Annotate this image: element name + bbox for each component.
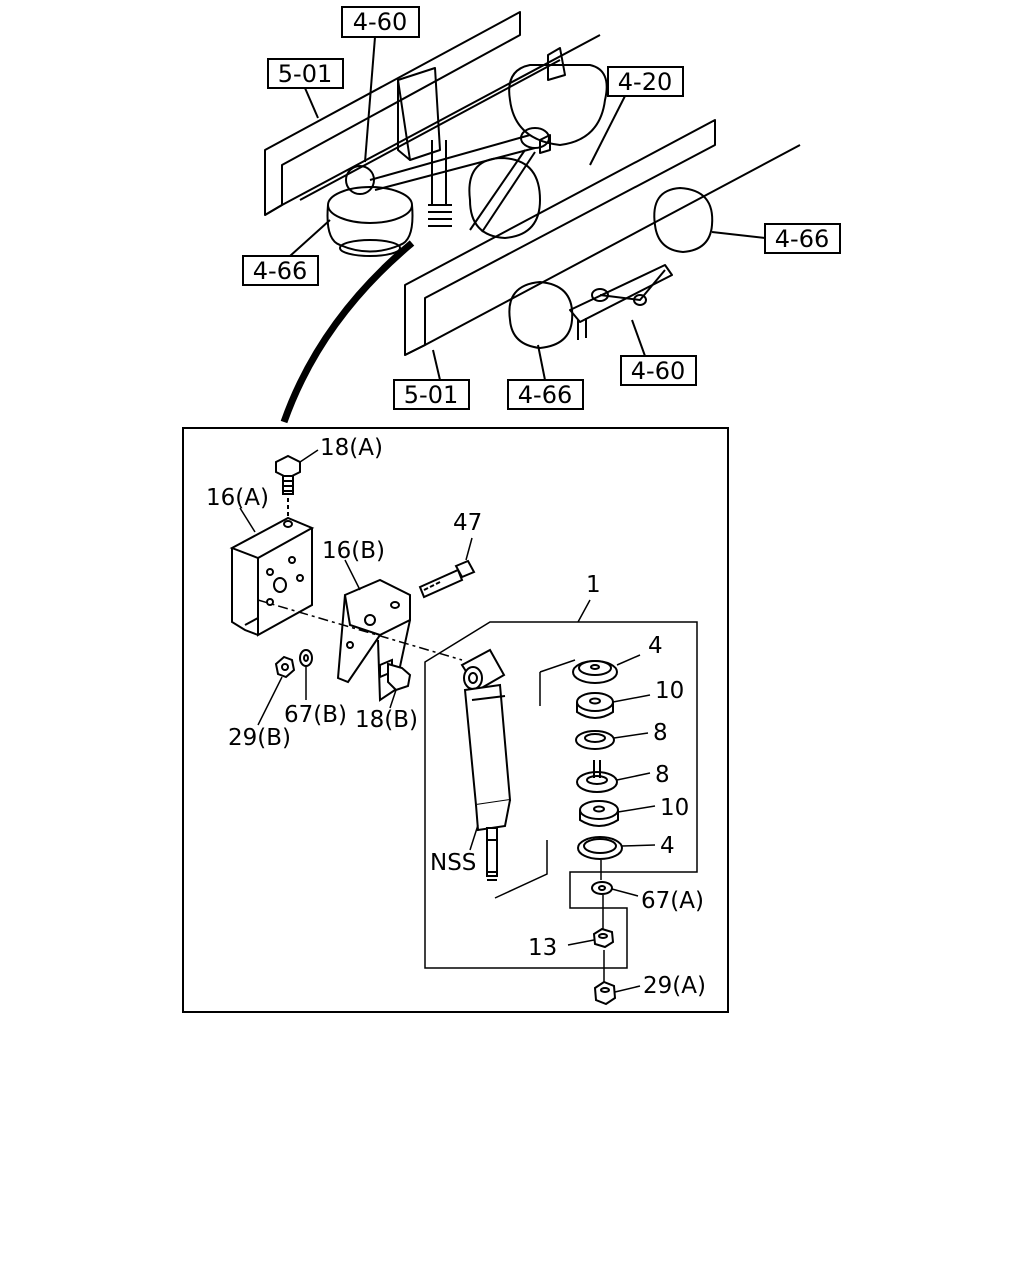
part-label-8-top: 8 (653, 720, 668, 746)
reference-box-4-66-bottom: 4-66 (507, 344, 584, 410)
ref-label: 4-66 (518, 381, 572, 409)
assembly-1-bracket (424, 621, 698, 969)
ref-label: 5-01 (404, 381, 458, 409)
chassis-overview-illustration (264, 11, 801, 356)
washer-8-bottom-icon (576, 760, 618, 793)
part-label-nss: NSS (430, 850, 476, 876)
part-label-4-bottom: 4 (660, 833, 675, 859)
retainer-4-top-icon (572, 660, 618, 684)
nut-29b-icon (274, 655, 296, 679)
alignment-line (257, 599, 463, 661)
bolt-18b-icon (379, 658, 412, 692)
bolt-18a-icon (275, 454, 301, 495)
reference-box-5-01-bottom: 5-01 (393, 349, 470, 410)
ref-label: 4-20 (618, 68, 672, 96)
part-label-10-top: 10 (655, 678, 684, 704)
reference-box-4-66-left: 4-66 (242, 219, 331, 286)
part-label-47: 47 (453, 510, 482, 536)
stack-axis (600, 860, 605, 982)
ref-label: 4-60 (631, 357, 685, 385)
part-label-67a: 67(A) (641, 888, 704, 914)
reference-box-4-60-top: 4-60 (341, 6, 420, 163)
ref-label: 4-66 (775, 225, 829, 253)
ref-label: 4-60 (353, 8, 407, 36)
part-label-4-top: 4 (648, 633, 663, 659)
part-label-67b: 67(B) (284, 702, 347, 728)
bushing-10-top-icon (576, 692, 614, 719)
part-label-16a: 16(A) (206, 485, 269, 511)
reference-box-4-20: 4-20 (589, 66, 684, 166)
part-label-29b: 29(B) (228, 725, 291, 751)
ref-label: 5-01 (278, 60, 332, 88)
reference-box-5-01-top: 5-01 (267, 58, 344, 119)
ref-label: 4-66 (253, 257, 307, 285)
retainer-4-bottom-icon (577, 836, 623, 860)
bushing-10-bottom-icon (579, 800, 619, 827)
reference-box-4-66-right: 4-66 (711, 223, 841, 254)
part-label-29a: 29(A) (643, 973, 706, 999)
washer-8-top-icon (575, 730, 615, 750)
part-label-18a: 18(A) (320, 435, 383, 461)
shock-absorber-nss-icon (460, 648, 512, 881)
bolt-47-icon (418, 559, 476, 599)
part-label-16b: 16(B) (322, 538, 385, 564)
washer-67b-icon (299, 649, 313, 667)
detail-callout-curve (280, 240, 415, 424)
bracket-16a-icon (229, 498, 315, 637)
part-label-10-bottom: 10 (660, 795, 689, 821)
part-label-13: 13 (528, 935, 557, 961)
washer-67a-icon (591, 881, 613, 895)
part-label-18b: 18(B) (355, 707, 418, 733)
nut-29a-icon (593, 980, 617, 1006)
part-label-8-bottom: 8 (655, 762, 670, 788)
nut-13-icon (592, 927, 615, 949)
part-label-1: 1 (586, 572, 601, 598)
detail-frame (182, 427, 729, 1013)
reference-box-4-60-bottom: 4-60 (620, 319, 697, 386)
